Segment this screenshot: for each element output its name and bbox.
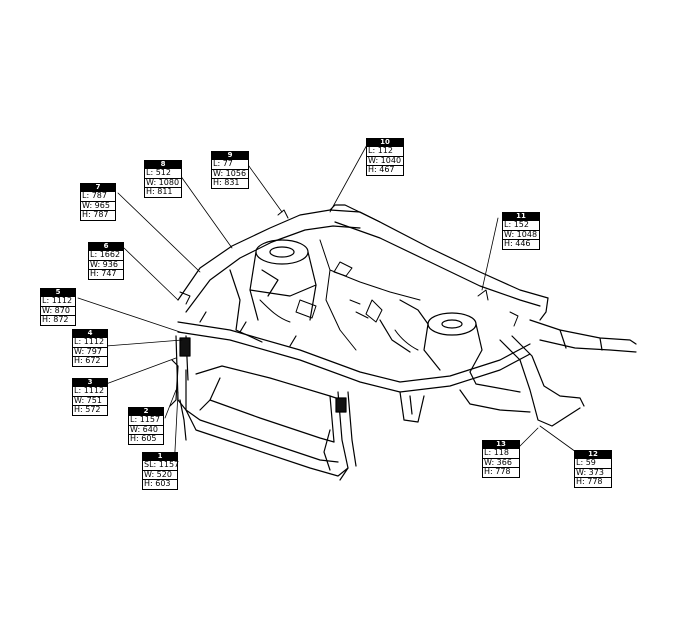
measure-point-7: 7 L: 787 W: 965 H: 787: [80, 183, 116, 221]
length-value: L: 1157: [129, 415, 163, 425]
point-number: 1: [143, 453, 177, 460]
length-value: L: 118: [483, 448, 519, 458]
length-value: L: 59: [575, 458, 611, 468]
point-number: 7: [81, 184, 115, 191]
width-value: W: 1080: [145, 177, 181, 187]
point-number: 2: [129, 408, 163, 415]
width-value: W: 373: [575, 467, 611, 478]
measure-point-4: 4 L: 1112 W: 797 H: 672: [72, 329, 108, 367]
length-value: L: 787: [81, 191, 115, 201]
height-value: H: 672: [73, 356, 107, 366]
measure-point-2: 2 L: 1157 W: 640 H: 605: [128, 407, 164, 445]
width-value: W: 870: [41, 305, 75, 316]
upper-crossmember: [177, 311, 531, 393]
width-value: W: 1048: [503, 229, 539, 239]
length-value: L: 1112: [73, 386, 107, 396]
width-value: W: 640: [129, 424, 163, 435]
measure-point-5: 5 L: 1112 W: 870 H: 872: [40, 288, 76, 326]
measure-point-13: 13 L: 118 W: 366 H: 778: [482, 440, 520, 478]
left-side-member: [169, 335, 191, 441]
measure-point-9: 9 L: 77 W: 1056 H: 831: [211, 151, 249, 189]
height-value: H: 747: [89, 269, 123, 279]
height-value: H: 811: [145, 187, 181, 197]
length-value: L: 1112: [73, 337, 107, 347]
width-value: W: 751: [73, 395, 107, 406]
height-value: H: 605: [129, 434, 163, 444]
measure-point-6: 6 L: 1662 W: 936 H: 747: [88, 242, 124, 280]
width-value: W: 366: [483, 457, 519, 468]
point-number: 4: [73, 330, 107, 337]
point-number: 8: [145, 161, 181, 168]
point-number: 9: [212, 152, 248, 159]
point-number: 5: [41, 289, 75, 296]
width-value: W: 520: [143, 469, 177, 480]
measure-point-1: 1 SL: 1157 W: 520 H: 603: [142, 452, 180, 490]
brackets: [179, 209, 519, 327]
width-value: W: 1040: [367, 155, 403, 165]
height-value: H: 778: [575, 477, 611, 487]
point-number: 11: [503, 213, 539, 220]
inner-apron: [259, 239, 421, 351]
cowl-rail: [177, 204, 549, 321]
height-value: H: 467: [367, 165, 403, 175]
height-value: H: 831: [212, 178, 248, 188]
measure-point-12: 12 L: 59 W: 373 H: 778: [574, 450, 612, 488]
point-number: 6: [89, 243, 123, 250]
length-value: L: 1112: [41, 296, 75, 306]
height-value: H: 787: [81, 210, 115, 220]
length-value: L: 112: [367, 146, 403, 156]
height-value: H: 872: [41, 315, 75, 325]
measure-point-10: 10 L: 112 W: 1040 H: 467: [366, 138, 404, 176]
length-value: L: 77: [212, 159, 248, 169]
width-value: W: 1056: [212, 168, 248, 178]
right-strut-tower: [379, 299, 483, 373]
measure-point-11: 11 L: 152 W: 1048 H: 446: [502, 212, 540, 250]
point-number: 10: [367, 139, 403, 146]
height-value: H: 572: [73, 405, 107, 415]
point-number: 3: [73, 379, 107, 386]
height-value: H: 778: [483, 467, 519, 477]
right-rail-extension: [459, 319, 637, 427]
length-value: L: 1662: [89, 250, 123, 260]
height-value: H: 603: [143, 479, 177, 489]
width-value: W: 797: [73, 346, 107, 357]
width-value: W: 936: [89, 259, 123, 270]
point-number: 12: [575, 451, 611, 458]
radiator-support: [185, 365, 349, 477]
length-value: L: 152: [503, 220, 539, 230]
height-value: H: 446: [503, 239, 539, 249]
right-side-member: [323, 391, 425, 481]
measure-point-8: 8 L: 512 W: 1080 H: 811: [144, 160, 182, 198]
length-value: SL: 1157: [143, 460, 180, 469]
width-value: W: 965: [81, 200, 115, 211]
measure-point-3: 3 L: 1112 W: 751 H: 572: [72, 378, 108, 416]
point-number: 13: [483, 441, 519, 448]
length-value: L: 512: [145, 168, 181, 178]
leader-lines: [77, 142, 577, 471]
